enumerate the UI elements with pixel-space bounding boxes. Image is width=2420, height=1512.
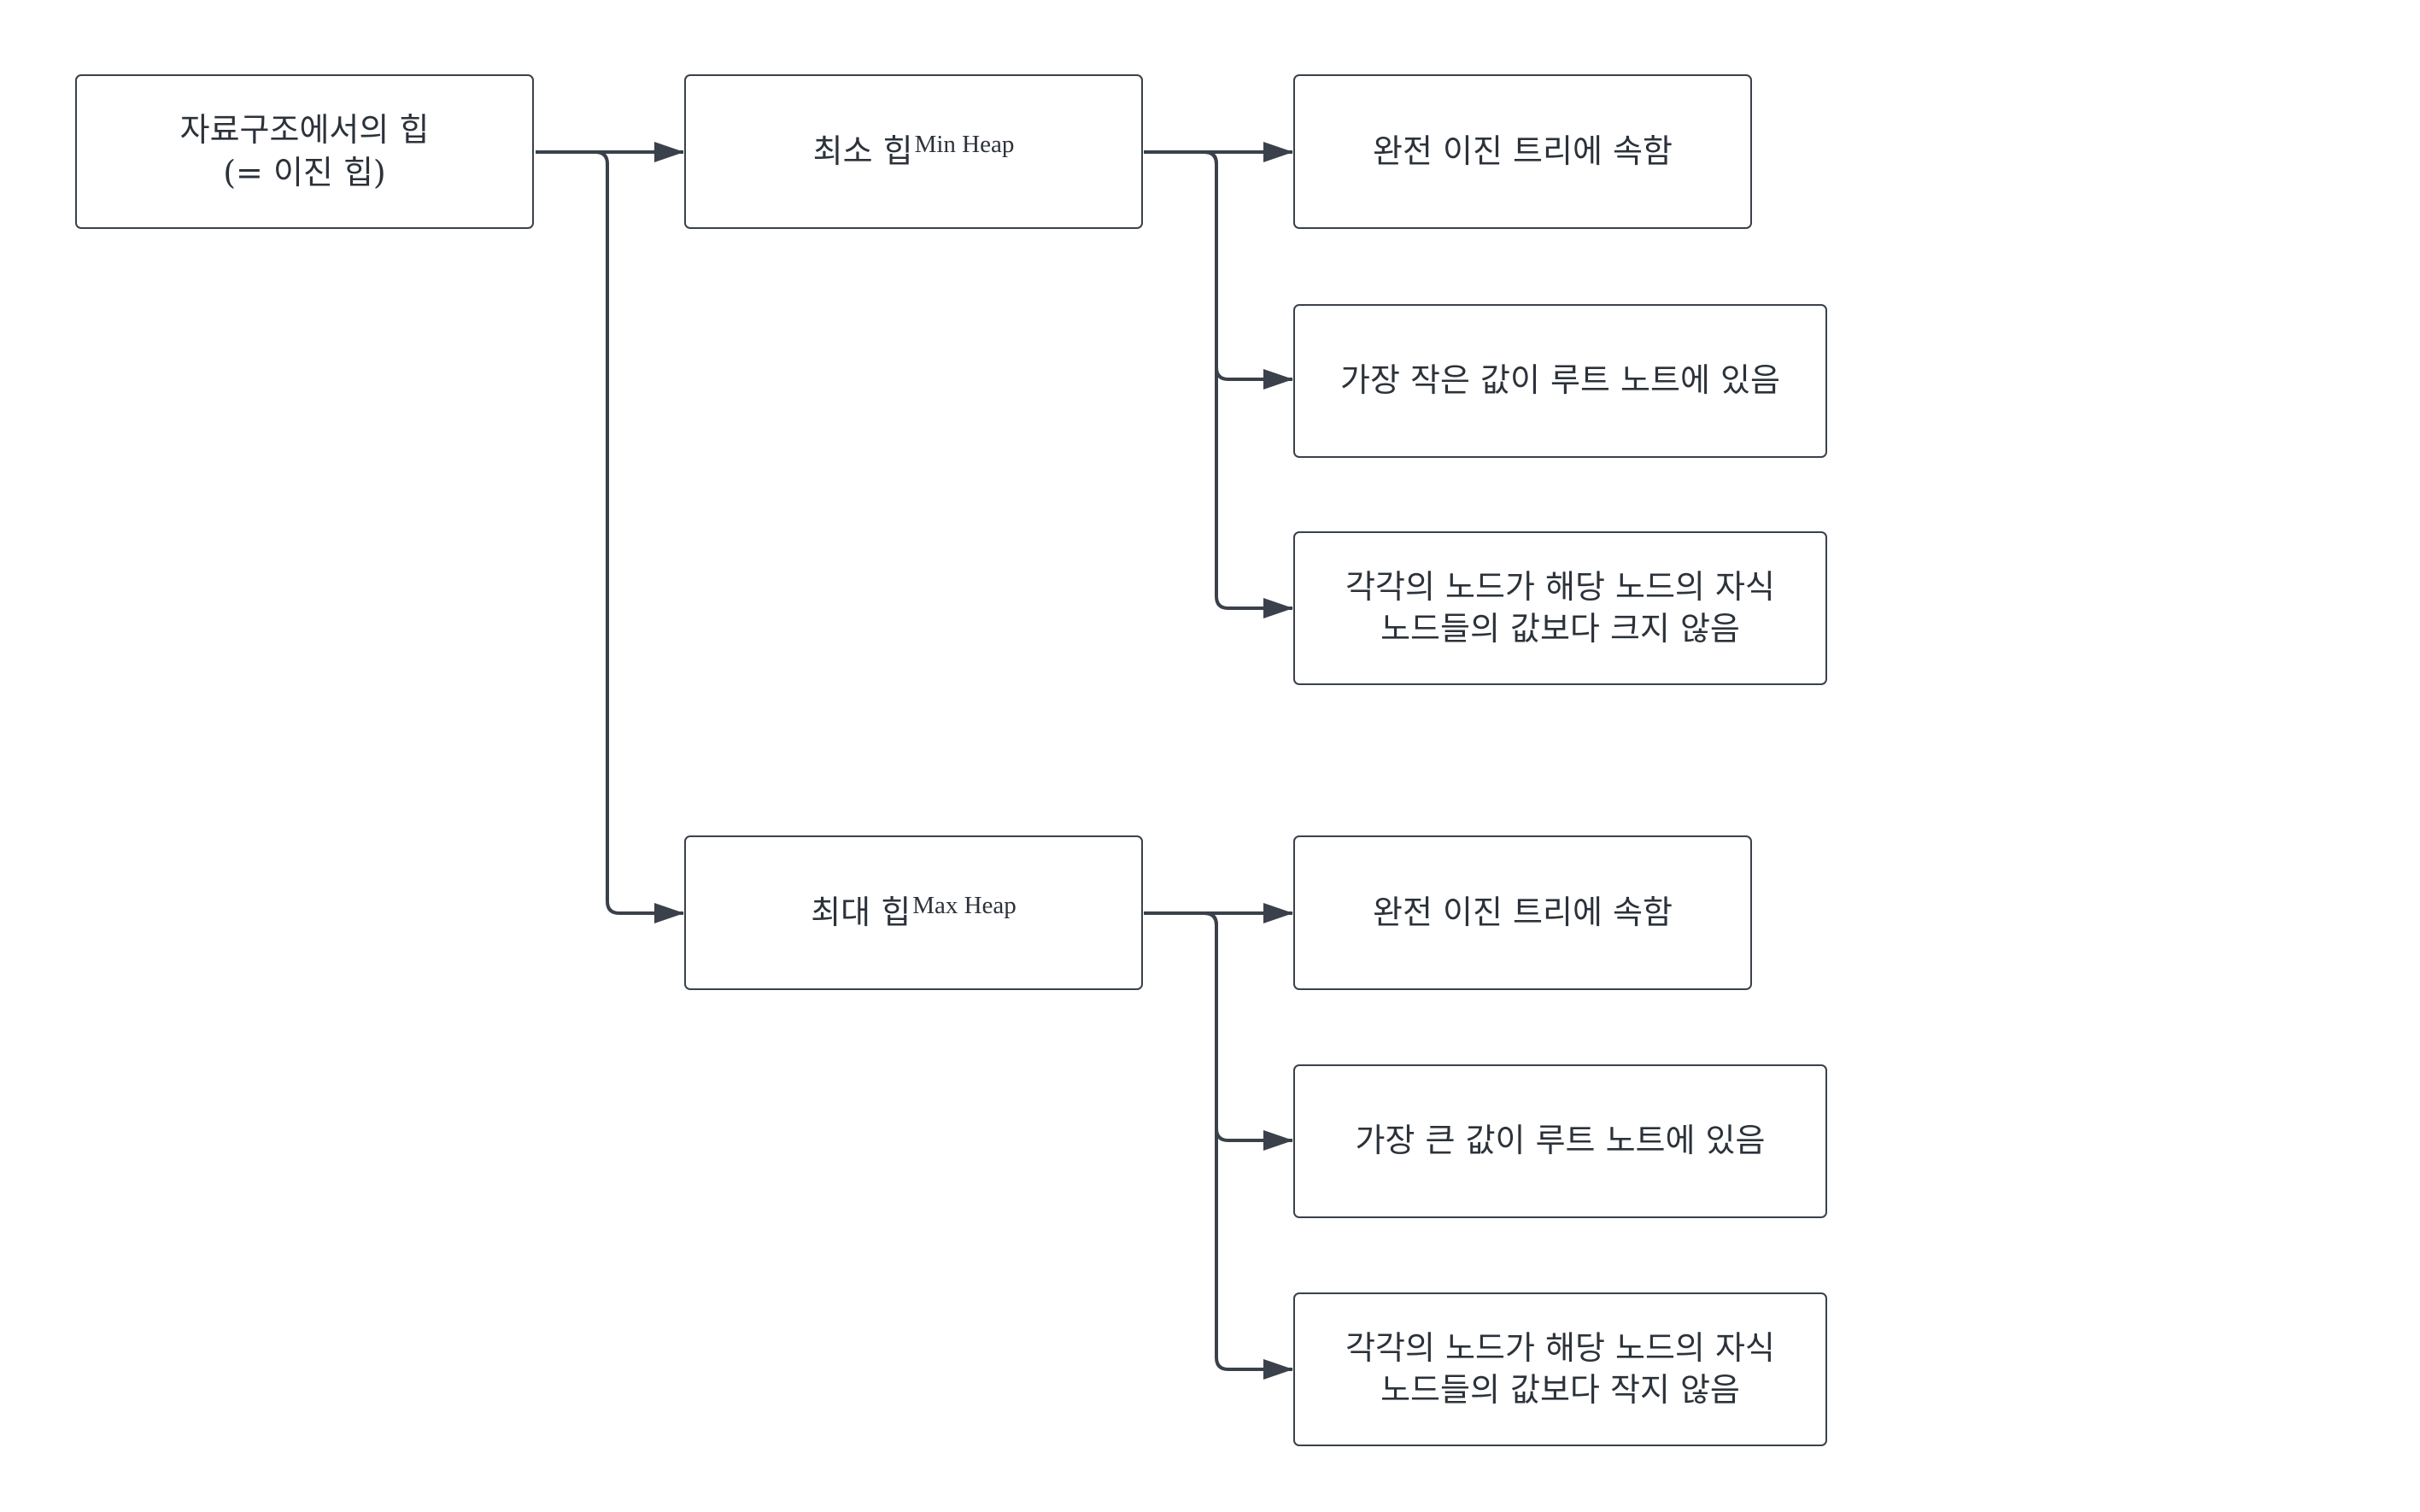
max-heap-english: Max Heap bbox=[912, 891, 1017, 919]
arrowhead-max-heap bbox=[654, 903, 684, 923]
min-complete-tree-label: 완전 이진 트리에 속함 bbox=[1373, 132, 1673, 170]
max-complete-tree-label: 완전 이진 트리에 속함 bbox=[1373, 893, 1673, 931]
edge-max-to-not-less bbox=[1144, 911, 1292, 1371]
root-node: 자료구조에서의 힙 (= 이진 힙) bbox=[75, 74, 534, 229]
max-heap-title: 최대 힙 bbox=[811, 893, 911, 931]
min-smallest-root-label: 가장 작은 값이 루트 노트에 있음 bbox=[1340, 361, 1780, 400]
arrowhead-min-3 bbox=[1263, 598, 1293, 618]
edge-root-to-max-heap bbox=[536, 150, 683, 915]
min-heap-english: Min Heap bbox=[914, 130, 1015, 158]
max-not-less-node: 각각의 노드가 해당 노드의 자식 노드들의 값보다 작지 않음 bbox=[1293, 1292, 1827, 1446]
arrowhead-min-heap bbox=[654, 142, 684, 162]
max-largest-root-label: 가장 큰 값이 루트 노트에 있음 bbox=[1355, 1122, 1766, 1160]
min-heap-title: 최소 힙 bbox=[812, 132, 913, 170]
min-heap-label: 최소 힙Min Heap bbox=[813, 131, 1015, 173]
max-largest-root-node: 가장 큰 값이 루트 노트에 있음 bbox=[1293, 1064, 1827, 1218]
min-not-greater-label: 각각의 노드가 해당 노드의 자식 노드들의 값보다 크지 않음 bbox=[1345, 567, 1775, 648]
arrowhead-max-3 bbox=[1263, 1359, 1293, 1380]
arrowhead-min-2 bbox=[1263, 369, 1293, 390]
min-heap-node: 최소 힙Min Heap bbox=[684, 74, 1143, 229]
root-node-label: 자료구조에서의 힙 (= 이진 힙) bbox=[179, 111, 430, 191]
arrowhead-max-1 bbox=[1263, 903, 1293, 923]
min-complete-tree-node: 완전 이진 트리에 속함 bbox=[1293, 74, 1752, 229]
max-not-less-label: 각각의 노드가 해당 노드의 자식 노드들의 값보다 작지 않음 bbox=[1345, 1328, 1775, 1409]
min-smallest-root-node: 가장 작은 값이 루트 노트에 있음 bbox=[1293, 304, 1827, 458]
max-complete-tree-node: 완전 이진 트리에 속함 bbox=[1293, 835, 1752, 990]
edge-min-to-not-greater bbox=[1144, 150, 1292, 610]
max-heap-label: 최대 힙Max Heap bbox=[811, 892, 1017, 934]
arrowhead-min-1 bbox=[1263, 142, 1293, 162]
arrowhead-max-2 bbox=[1263, 1130, 1293, 1151]
arrowheads bbox=[654, 142, 1293, 1380]
min-not-greater-node: 각각의 노드가 해당 노드의 자식 노드들의 값보다 크지 않음 bbox=[1293, 531, 1827, 685]
max-heap-node: 최대 힙Max Heap bbox=[684, 835, 1143, 990]
